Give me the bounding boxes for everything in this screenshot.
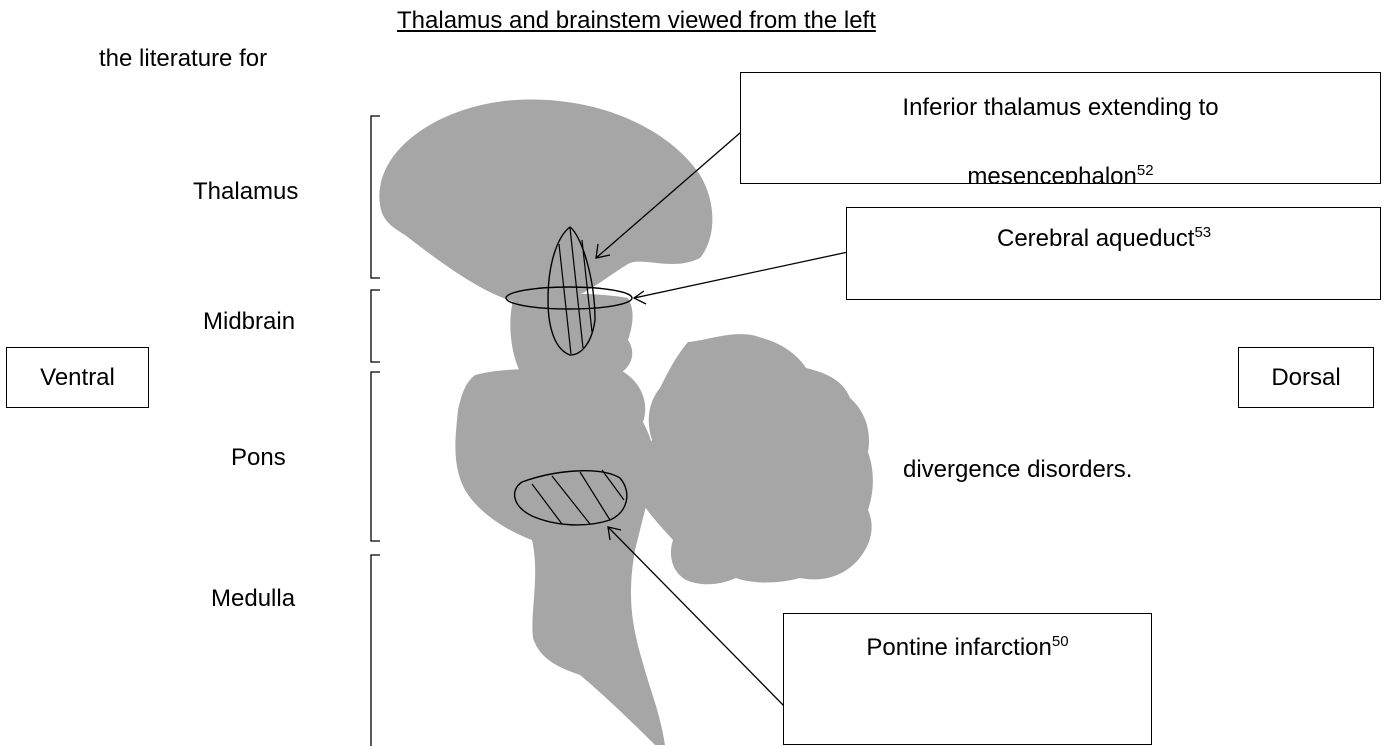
callout-cerebral-aqueduct: Cerebral aqueduct53 — [846, 207, 1381, 300]
dorsal-label: Dorsal — [1239, 364, 1373, 392]
label-medulla: Medulla — [211, 585, 295, 613]
label-thalamus: Thalamus — [193, 178, 298, 206]
label-pons: Pons — [231, 444, 286, 472]
text-fragment-top: the literature for — [99, 45, 267, 73]
cerebellum-shape — [637, 334, 873, 584]
label-midbrain: Midbrain — [203, 308, 295, 336]
bracket-thalamus — [371, 116, 380, 278]
text-fragment-right: divergence disorders. — [903, 456, 1132, 484]
pons-medulla-shape — [455, 369, 665, 745]
bracket-pons — [371, 372, 380, 541]
ventral-label: Ventral — [7, 364, 148, 392]
callout-pontine-infarction: Pontine infarction50 — [783, 613, 1152, 745]
callout-inferior-thalamus: Inferior thalamus extending to mesenceph… — [740, 72, 1381, 184]
ventral-box: Ventral — [6, 347, 149, 408]
callout-pontine-infarction-text: Pontine infarction50 — [784, 634, 1151, 662]
callout-inferior-thalamus-line1: Inferior thalamus extending to — [741, 94, 1380, 122]
callout-inferior-thalamus-line2: mesencephalon52 — [741, 163, 1380, 184]
page-title: Thalamus and brainstem viewed from the l… — [397, 7, 876, 35]
callout-cerebral-aqueduct-text: Cerebral aqueduct53 — [997, 225, 1211, 253]
ref-50: 50 — [1052, 633, 1069, 650]
bracket-medulla — [371, 555, 380, 746]
ref-52: 52 — [1137, 162, 1154, 179]
bracket-midbrain — [371, 290, 380, 362]
arrow-head-cerebral-aqueduct — [634, 291, 646, 304]
dorsal-box: Dorsal — [1238, 347, 1374, 408]
ref-53: 53 — [1194, 224, 1211, 241]
region-brackets — [371, 116, 380, 746]
